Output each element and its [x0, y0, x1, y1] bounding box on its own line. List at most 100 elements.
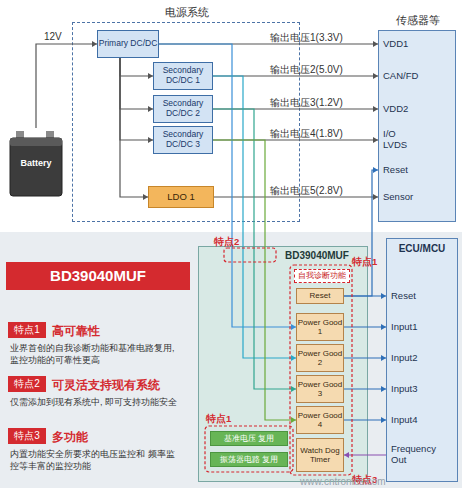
monitor-box: Power Good 1 — [296, 313, 344, 341]
connector-line — [213, 75, 378, 76]
battery: Battery — [8, 128, 64, 198]
feature-outline — [224, 248, 276, 262]
monitor-box: Watch Dog Timer — [296, 438, 344, 472]
node-text: Reset — [391, 291, 455, 302]
node-text: 振荡器电路 复用 — [220, 455, 278, 464]
connector — [344, 452, 386, 458]
edge-label: 输出电压4(1.8V) — [270, 127, 343, 141]
edge-label: 输出电压3(1.2V) — [270, 96, 343, 110]
feature-badge: 特点2 — [8, 376, 46, 392]
node-text: Secondary DC/DC 1 — [154, 66, 212, 86]
connector-line — [344, 357, 386, 358]
node-text: 传感器等 — [375, 14, 461, 27]
arrowhead — [373, 194, 378, 200]
node-text: Battery — [20, 158, 51, 168]
panel-header: BD39040MUF — [6, 262, 190, 290]
feature-outline — [290, 265, 352, 475]
arrowhead — [381, 355, 386, 361]
monitor-box: Power Good 3 — [296, 375, 344, 403]
converter-box: Primary DC/DC — [97, 30, 159, 58]
connector-line — [214, 196, 378, 197]
connector — [344, 293, 386, 299]
node-text: Sensor — [383, 192, 453, 203]
node-text: I/O LVDS — [383, 129, 417, 151]
monitor-box: Power Good 2 — [296, 344, 344, 372]
shared-block: 基准电压 复用 — [210, 431, 288, 446]
ic-box: BD39040MUF自我诊断功能ResetPower Good 1Power G… — [198, 246, 368, 482]
connector — [344, 386, 386, 392]
feature-note: 业界首创的自我诊断功能和基准电路复用, 监控功能的可靠性更高 — [10, 342, 180, 366]
sensor-box: 传感器等VDD1CAN/FDVDD2I/O LVDSResetSensor — [378, 30, 456, 222]
edge-label: 输出电压1(3.3V) — [270, 31, 343, 45]
connector — [159, 41, 378, 47]
node-text: VDD1 — [383, 39, 453, 50]
callout-number: 特点1 — [352, 256, 382, 269]
connector-line — [36, 44, 97, 128]
feature-badge: 特点1 — [8, 322, 46, 338]
connector-line — [213, 76, 296, 358]
connector — [120, 58, 148, 200]
arrowhead — [291, 355, 296, 361]
connector — [213, 140, 296, 423]
node-text: ECU/MCU — [387, 243, 457, 255]
feature-title: 高可靠性 — [52, 323, 182, 340]
watermark: www.cntronics.com — [300, 476, 460, 487]
monitor-box: Reset — [296, 288, 344, 304]
arrowhead — [92, 41, 97, 47]
mcu-box: ECU/MCUResetInput1Input2Input3Input4Freq… — [386, 238, 458, 482]
connector-line — [344, 388, 386, 389]
converter-box: Secondary DC/DC 3 — [153, 126, 213, 154]
node-text: 特点1 — [14, 324, 40, 336]
connector-line — [344, 454, 386, 455]
arrowhead — [148, 106, 153, 112]
arrowhead — [291, 324, 296, 330]
node-text: 电源系统 — [73, 6, 301, 19]
feature-outline — [205, 426, 293, 472]
connector-line — [344, 326, 386, 327]
connector-line — [344, 295, 386, 296]
connector-line — [159, 43, 378, 44]
arrowhead — [381, 386, 386, 392]
battery-terminal — [16, 131, 24, 139]
arrowhead — [148, 73, 153, 79]
connector — [213, 109, 296, 392]
feature-badge: 特点3 — [8, 428, 46, 444]
shared-block: 振荡器电路 复用 — [210, 452, 288, 467]
connector-line — [120, 58, 153, 109]
feature-title: 多功能 — [52, 429, 182, 446]
node-text: 特点3 — [14, 430, 40, 442]
connector — [344, 167, 378, 296]
node-text: BD39040MUF — [271, 250, 363, 262]
battery-cap — [10, 138, 62, 146]
connector-line — [213, 139, 378, 140]
node-text: Input2 — [391, 353, 455, 364]
arrowhead — [291, 386, 296, 392]
connector-line — [213, 108, 378, 109]
connector — [36, 41, 97, 128]
arrowhead — [373, 106, 378, 112]
connector — [344, 417, 386, 423]
arrowhead — [291, 417, 296, 423]
node-text: Input4 — [391, 415, 455, 426]
connector-line — [344, 170, 378, 296]
edge-label: 输出电压2(5.0V) — [270, 63, 343, 77]
battery-body — [10, 138, 62, 196]
arrowhead — [381, 324, 386, 330]
callout-number: 特点2 — [214, 236, 254, 249]
bottom-panel — [0, 232, 462, 488]
connector-line — [120, 58, 153, 140]
node-text: Secondary DC/DC 2 — [154, 99, 212, 119]
arrowhead — [373, 167, 378, 173]
regulator-box: LDO 1 — [148, 186, 214, 208]
node-text: Reset — [383, 165, 453, 176]
connector — [213, 76, 296, 361]
node-text: Primary DC/DC — [99, 39, 158, 49]
node-text: 特点2 — [14, 378, 40, 390]
connector-line — [213, 140, 296, 420]
connector — [120, 58, 153, 112]
converter-box: Secondary DC/DC 1 — [153, 62, 213, 90]
node-text: Watch Dog Timer — [297, 446, 343, 464]
node-text: Power Good 3 — [297, 380, 343, 398]
connector-line — [213, 109, 296, 389]
